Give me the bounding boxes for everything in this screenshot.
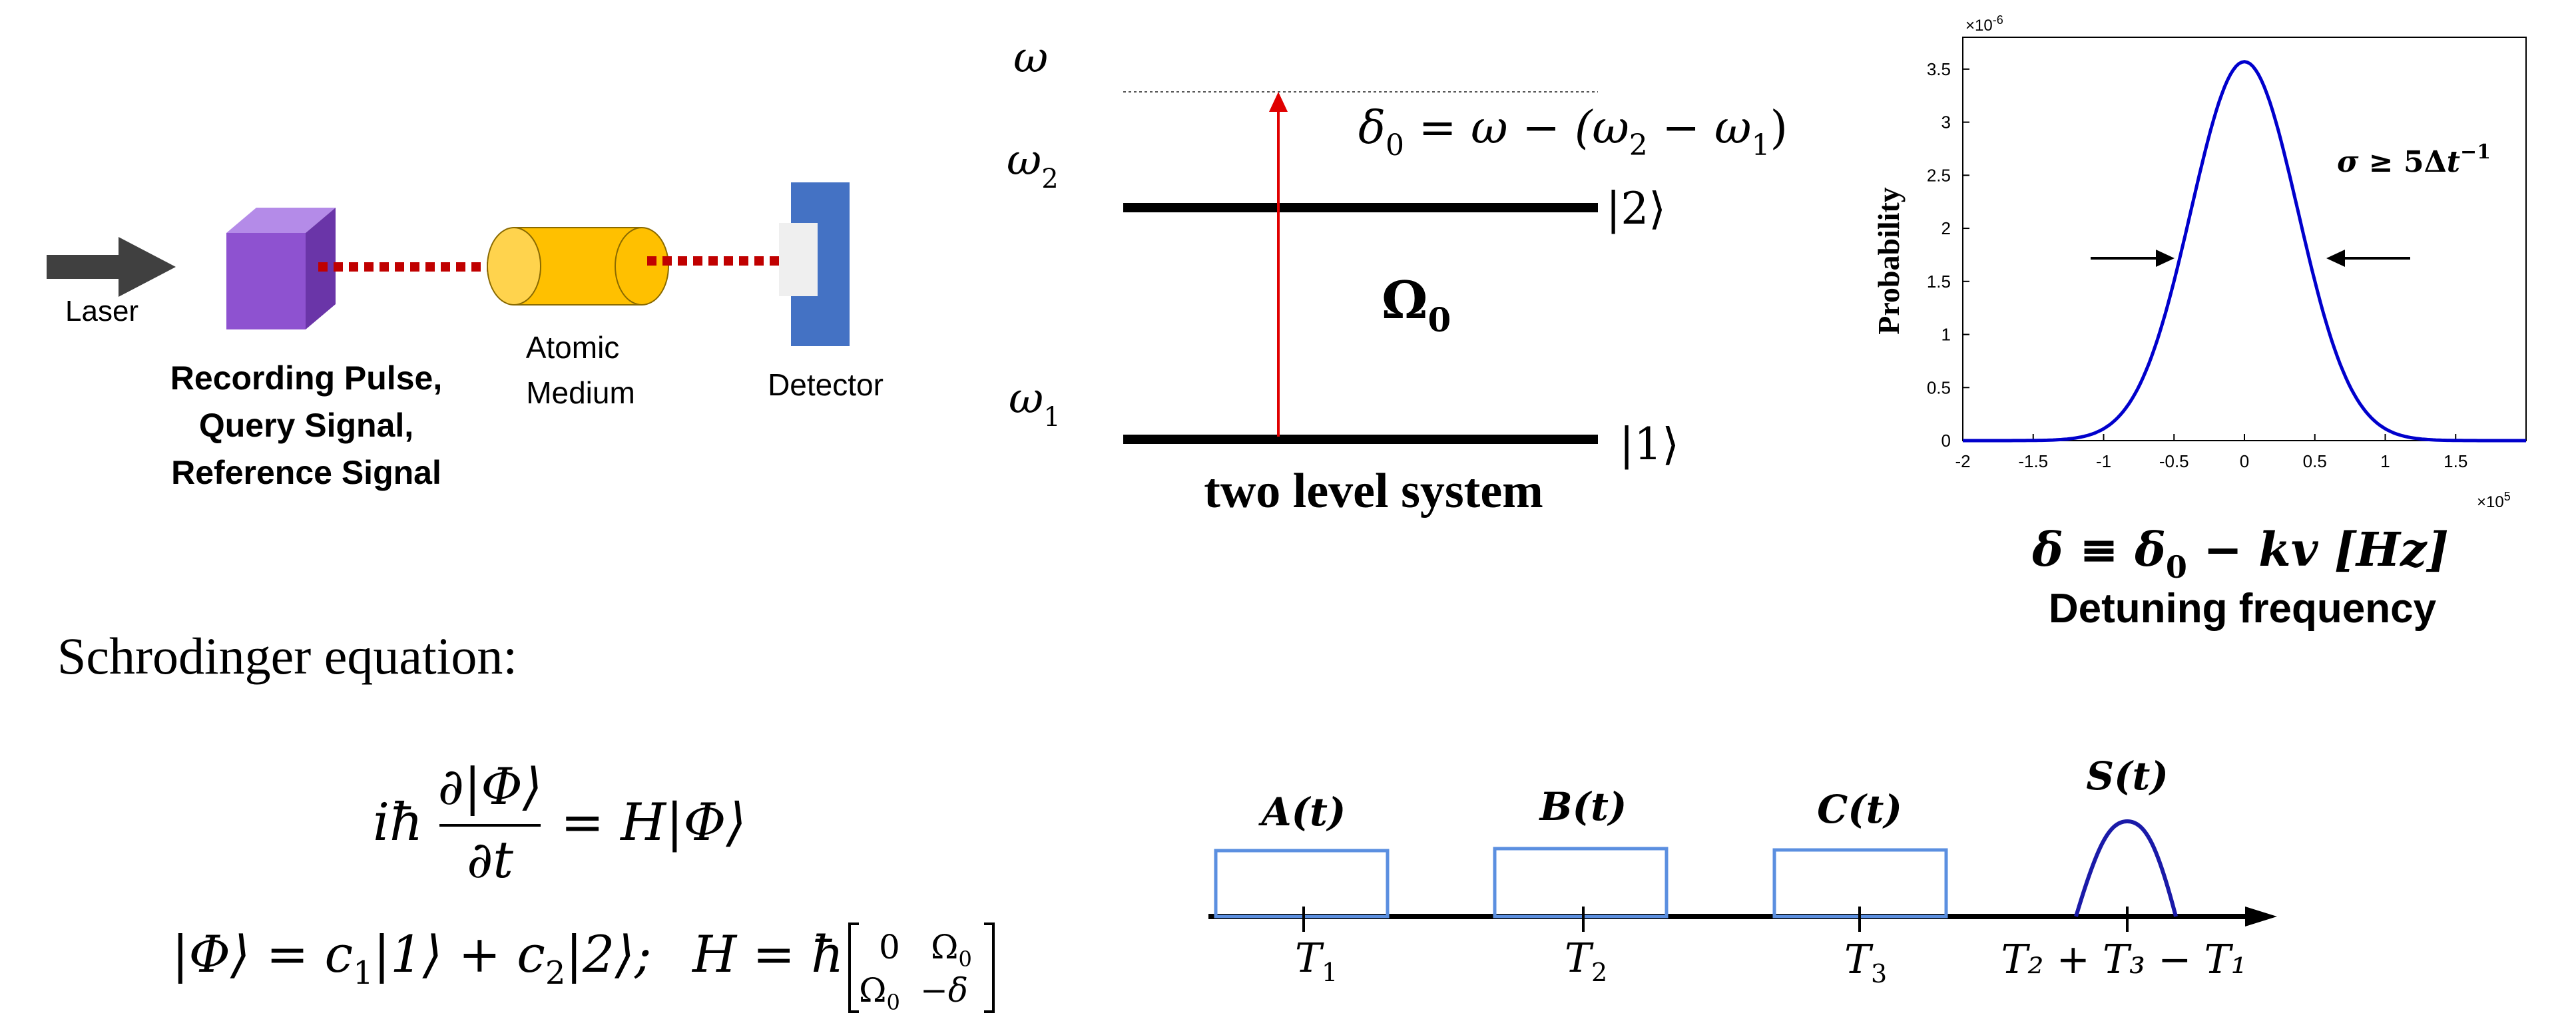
x-tick-label: -1.5: [2018, 451, 2048, 471]
t3-label: T3: [1844, 936, 1887, 988]
y-ticks: 0 0.5 1 1.5 2 2.5 3 3.5: [1927, 59, 1969, 451]
x-tick-label: -2: [1955, 451, 1970, 471]
schrodinger-title: Schrodinger equation:: [57, 627, 517, 685]
t2-label: T2: [1565, 935, 1607, 987]
width-arrow-right: [2326, 250, 2410, 267]
gaussian-curve: [1963, 60, 2526, 443]
x-tick-label: -1: [2096, 451, 2111, 471]
plot-frame: [1962, 37, 2527, 441]
laser-label: Laser: [65, 295, 138, 327]
width-annotation: σ ≥ 5Δt−1: [2337, 140, 2491, 179]
y-tick-label: 1: [1941, 325, 1951, 345]
echo-time-label: T₂ + T₃ − T₁: [2001, 936, 2246, 983]
ket-1: |1⟩: [1619, 419, 1679, 470]
detuning-equation: δ0 = ω − (ω2 − ω1): [1358, 102, 1788, 162]
arrow-right-icon: [47, 237, 176, 297]
x-ticks: -2 -1.5 -1 -0.5 0 0.5 1 1.5: [1955, 434, 2467, 471]
y-tick-label: 2.5: [1927, 165, 1951, 185]
pulse-b-label: B(t): [1539, 784, 1627, 829]
y-tick-label: 2: [1941, 218, 1951, 238]
x-tick-label: 0: [2240, 451, 2249, 471]
medium-label-line2: Medium: [526, 375, 635, 410]
cylinder-icon: [487, 227, 669, 306]
echo-signal: [2074, 819, 2178, 917]
medium-label-line1: Atomic: [526, 330, 620, 365]
pulse-timeline: A(t) B(t) C(t) S(t) T1 T2 T3 T₂ + T₃ − T…: [1208, 753, 2277, 988]
y-axis-label: Probability: [1872, 187, 1906, 335]
x-tick-label: -0.5: [2159, 451, 2189, 471]
two-level-caption: two level system: [1204, 464, 1543, 518]
matrix-entry-a: 0: [879, 928, 900, 966]
detector-label: Detector: [768, 367, 884, 402]
x-exponent-label: ×105: [2477, 490, 2511, 511]
y-exponent-label: ×10-6: [1965, 13, 2003, 35]
source-label-line3: Reference Signal: [171, 454, 441, 491]
x-tick-label: 0.5: [2303, 451, 2327, 471]
rabi-frequency: Ω0: [1382, 270, 1451, 339]
cube-icon: [226, 208, 336, 329]
pulse-a-label: A(t): [1258, 789, 1346, 835]
omega1-label: ω1: [1009, 374, 1061, 433]
eq1-lhs: iħ: [373, 793, 423, 853]
eq1-numerator: ∂|Φ⟩: [438, 757, 543, 816]
omega-label: ω: [1013, 33, 1048, 83]
detector-icon: [779, 182, 850, 346]
y-tick-label: 0: [1941, 431, 1951, 451]
x-tick-label: 1: [2380, 451, 2390, 471]
signal-label: S(t): [2086, 753, 2169, 799]
matrix-entry-d: −δ: [920, 971, 968, 1010]
y-tick-label: 0.5: [1927, 377, 1951, 397]
y-tick-label: 3: [1941, 112, 1951, 132]
eq1-denominator: ∂t: [467, 830, 513, 889]
y-tick-label: 3.5: [1927, 59, 1951, 79]
eq2-state: |Φ⟩ = c1|1⟩ + c2|2⟩;: [172, 924, 652, 992]
source-label-line1: Recording Pulse,: [170, 359, 442, 397]
time-axis-arrowhead: [2245, 907, 2277, 926]
omega2-label: ω2: [1007, 136, 1059, 194]
detuning-caption: Detuning frequency: [2049, 586, 2437, 632]
transition-arrow: [1269, 92, 1288, 437]
eq2-hamiltonian: H = ħ: [691, 924, 844, 984]
ket-2: |2⟩: [1606, 183, 1666, 234]
experimental-setup: Laser Recording Pulse, Query Signal, Ref…: [47, 182, 884, 491]
width-arrow-left: [2091, 250, 2175, 267]
source-label-line2: Query Signal,: [199, 407, 413, 444]
eq1-rhs: = H|Φ⟩: [561, 793, 746, 853]
two-level-diagram: ω ω2 ω1 δ0 = ω − (ω2 − ω1) |2⟩ |1⟩ Ω0 tw…: [1007, 33, 1788, 518]
hamiltonian-matrix: 0 Ω0 Ω0 −δ: [848, 922, 995, 1015]
x-tick-label: 1.5: [2444, 451, 2467, 471]
detuning-plot: ×10-6 ×105 Probability 00.511.522.533.5 …: [1872, 13, 2527, 632]
equations-block: Schrodinger equation: iħ ∂|Φ⟩ ∂t = H|Φ⟩ …: [57, 627, 995, 1015]
matrix-entry-b: Ω0: [931, 928, 972, 972]
y-tick-label: 1.5: [1927, 272, 1951, 292]
t1-label: T1: [1295, 935, 1338, 987]
matrix-entry-c: Ω0: [859, 971, 900, 1015]
pulse-c-label: C(t): [1817, 787, 1902, 832]
pulse-b: [1493, 847, 1669, 919]
pulse-a: [1214, 849, 1390, 919]
detuning-formula: δ ≡ δ0 − kv [Hz]: [2031, 522, 2449, 585]
